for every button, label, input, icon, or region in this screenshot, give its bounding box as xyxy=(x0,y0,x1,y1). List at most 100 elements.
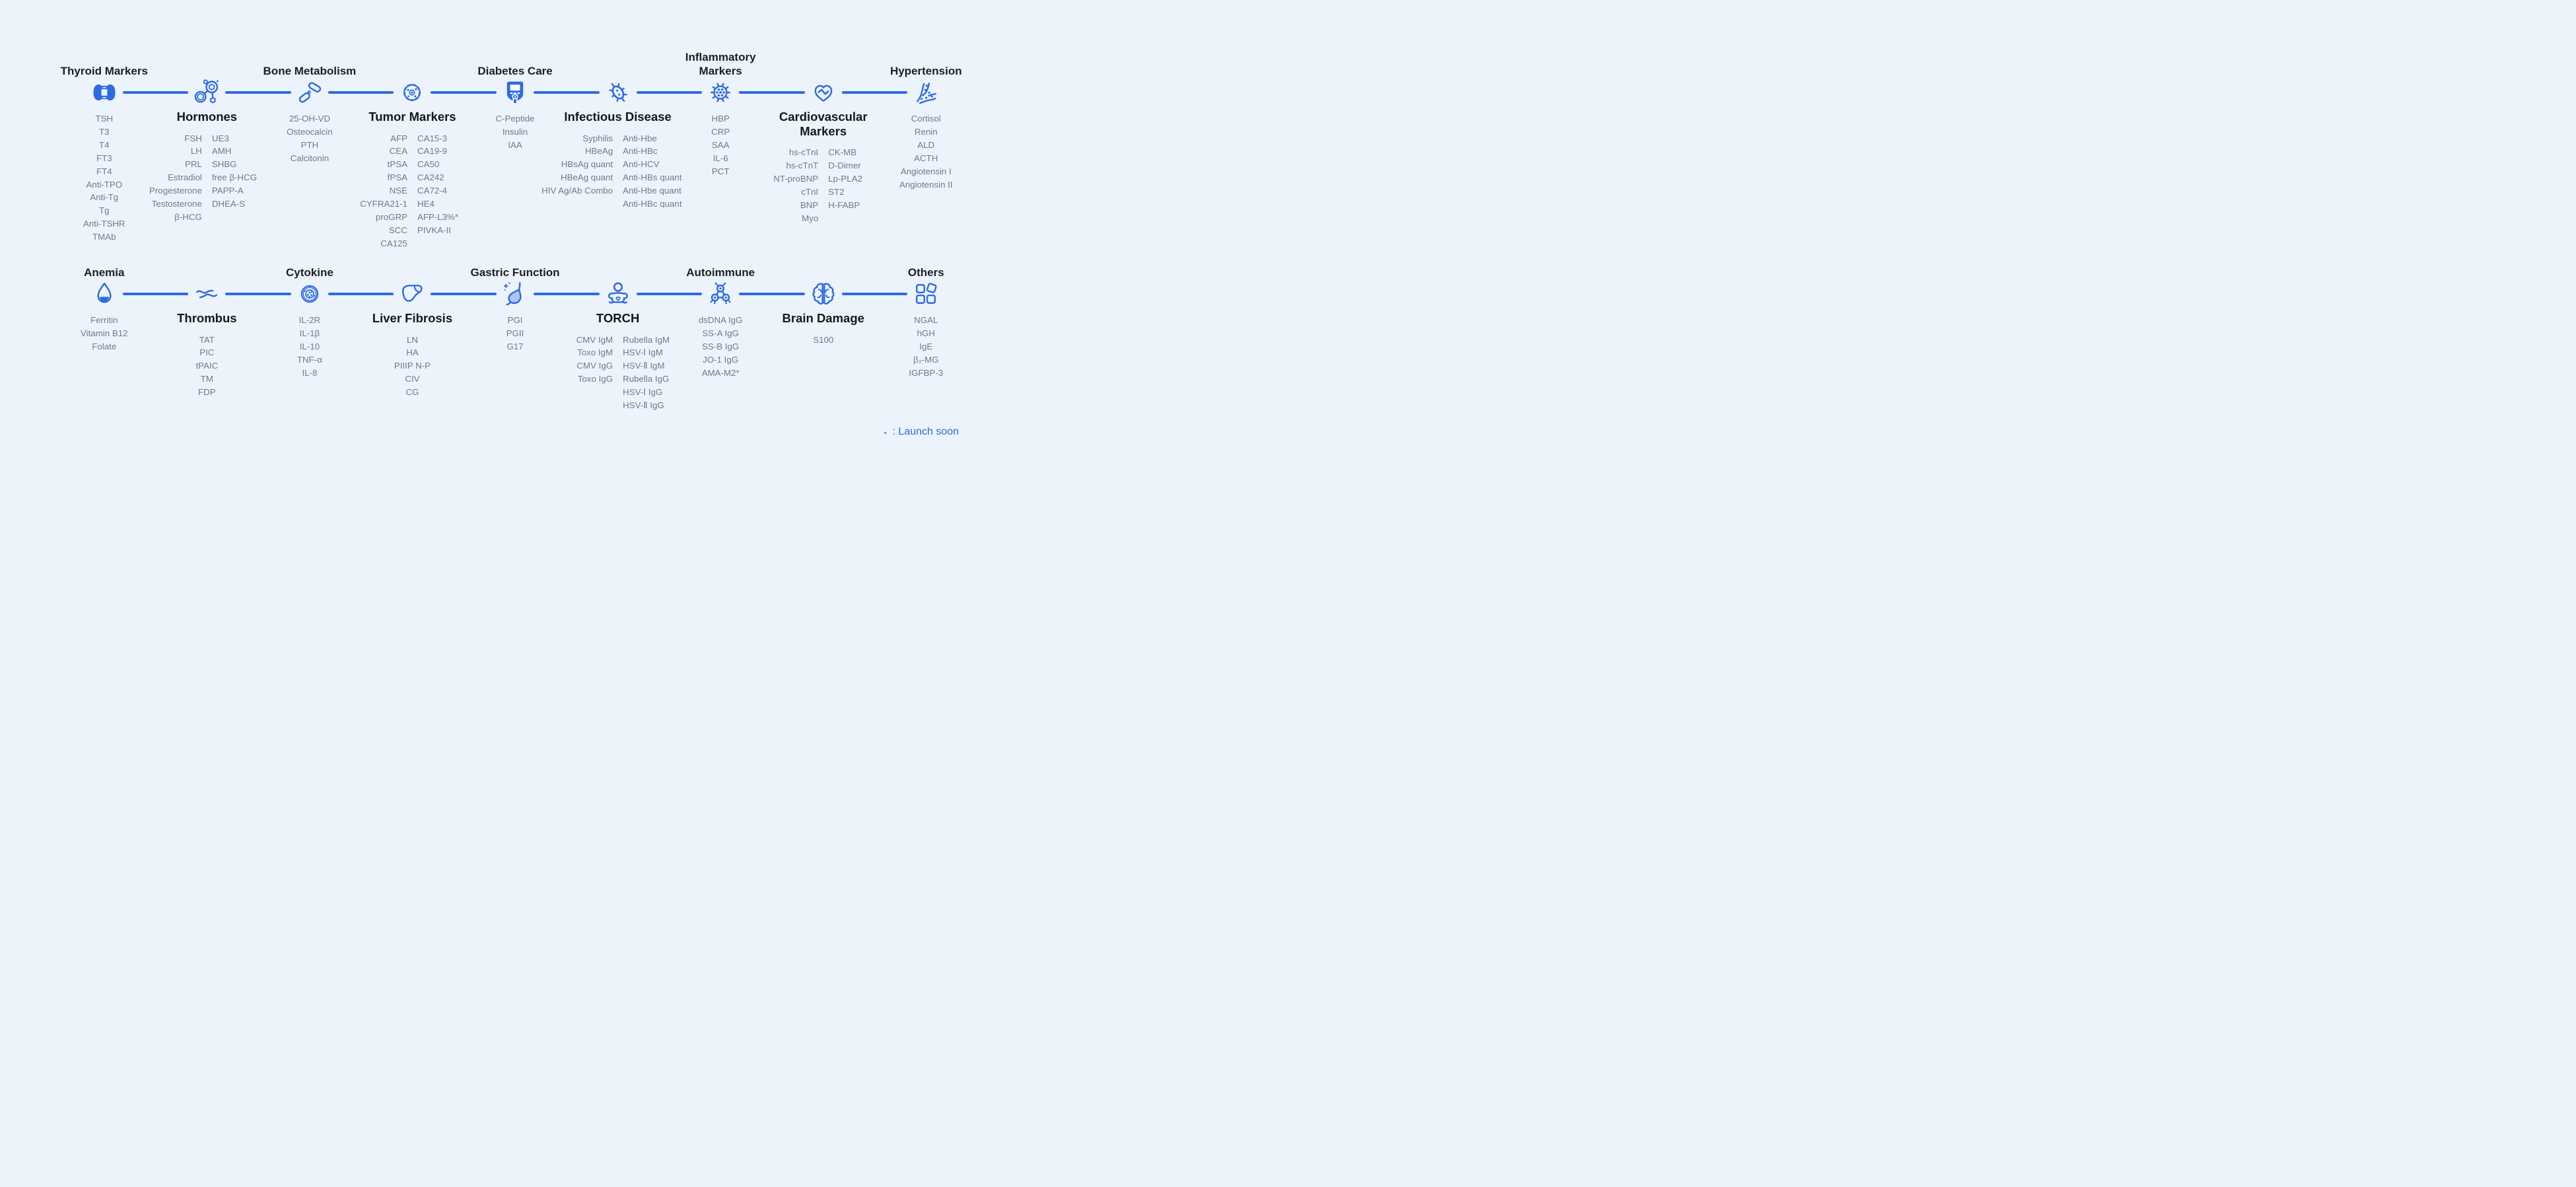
timeline-segment xyxy=(565,91,600,94)
marker-item: CYFRA21-1 xyxy=(360,199,407,209)
marker-item: Syphilis xyxy=(582,133,613,143)
category-title: Hypertension xyxy=(866,0,987,78)
category-title-text: Inflammatory Markers xyxy=(685,51,756,77)
category-title-text: Others xyxy=(907,266,944,279)
marker-item: β-HCG xyxy=(174,211,202,222)
marker-item: tPSA xyxy=(387,159,407,170)
marker-item: HBeAg xyxy=(584,146,613,157)
timeline-segment xyxy=(122,293,157,295)
marker-item: TMAb xyxy=(92,232,116,242)
timeline-segment xyxy=(328,91,362,94)
marker-item: Anti-HBc quant xyxy=(623,199,682,209)
marker-item: ST2 xyxy=(828,186,845,197)
category-inflammatory-markers: Inflammatory Markers xyxy=(668,0,773,251)
marker-item: PIC xyxy=(199,347,215,358)
marker-item: Lp-PLA2 xyxy=(828,173,862,184)
marker-item: CIV xyxy=(405,374,420,384)
timeline-segment xyxy=(225,293,260,295)
marker-item: Rubella IgG xyxy=(623,374,670,384)
star-icon: ⋆ xyxy=(883,428,888,437)
category-title: Liver Fibrosis xyxy=(353,311,471,326)
marker-item: Ferritin xyxy=(90,315,118,325)
marker-item: Calcitonin xyxy=(290,153,330,163)
marker-item: PIVKA-II xyxy=(417,225,451,235)
timeline-segment xyxy=(636,91,670,94)
marker-item: Angiotensin I xyxy=(900,166,952,176)
marker-item: Osteocalcin xyxy=(287,126,333,137)
timeline-segment xyxy=(463,293,497,295)
category-title: Hormones xyxy=(148,110,265,124)
marker-item: TNF-α xyxy=(296,354,322,365)
marker-item: T4 xyxy=(99,139,110,150)
marker-item: SHBG xyxy=(211,159,237,170)
marker-item: TSH xyxy=(95,114,114,124)
marker-item: β₂-MG xyxy=(913,354,939,365)
marker-item: LH xyxy=(190,146,202,157)
category-title-text: TORCH xyxy=(596,311,640,325)
timeline-segment xyxy=(155,293,189,295)
marker-item: HBsAg quant xyxy=(561,159,613,170)
marker-item: cTnI xyxy=(801,186,819,197)
marker-item: IL-10 xyxy=(299,341,320,351)
marker-item: HA xyxy=(406,347,419,358)
blood-vessel-icon xyxy=(911,78,940,107)
category-title: Gastric Function xyxy=(454,201,576,279)
marker-item: Tg xyxy=(99,205,110,216)
category-title-text: Diabetes Care xyxy=(477,64,553,77)
marker-item: AMH xyxy=(211,146,232,157)
marker-item: 25-OH-VD xyxy=(289,114,330,124)
marker-item: IgE xyxy=(919,341,933,351)
marker-item: PRL xyxy=(184,159,202,170)
marker-item: ALD xyxy=(917,139,935,150)
marker-item: LN xyxy=(406,334,418,345)
marker-item: PGII xyxy=(506,328,524,338)
category-title: Bone Metabolism xyxy=(249,0,370,78)
marker-item: free β-HCG xyxy=(211,172,258,183)
timeline-segment xyxy=(668,91,703,94)
category-title: Others xyxy=(866,201,987,279)
category-title-text: Anemia xyxy=(84,266,125,279)
marker-item: FSH xyxy=(184,133,202,143)
antibody-icon xyxy=(706,279,735,308)
marker-item: FT4 xyxy=(96,166,112,176)
category-title-text: Cytokine xyxy=(286,266,333,279)
launch-soon-note: ⋆ : Launch soon xyxy=(883,426,959,438)
timeline-segment xyxy=(841,91,876,94)
marker-item: NSE xyxy=(389,186,407,196)
marker-item: hs-cTnI xyxy=(788,147,819,157)
timeline-segment xyxy=(463,91,497,94)
marker-item: Vitamin B12 xyxy=(81,328,128,338)
timeline-segment xyxy=(534,293,567,295)
category-hypertension: Hypertension xyxy=(874,0,978,251)
stomach-icon xyxy=(501,279,530,308)
marker-item: HBeAg quant xyxy=(560,172,613,183)
timeline-segment xyxy=(328,293,362,295)
marker-item: CMV IgG xyxy=(576,361,613,371)
marker-item: CEA xyxy=(389,146,407,157)
marker-item: AFP xyxy=(390,133,407,143)
category-title: Cardiovascular Markers xyxy=(765,110,882,138)
marker-item: Toxo IgM xyxy=(577,347,613,358)
timeline-segment xyxy=(360,293,394,295)
marker-item: Folate xyxy=(92,341,117,351)
category-title-text: Gastric Function xyxy=(470,266,560,279)
marker-item: DHEA-S xyxy=(211,199,246,209)
marker-item: Estradiol xyxy=(168,172,202,183)
